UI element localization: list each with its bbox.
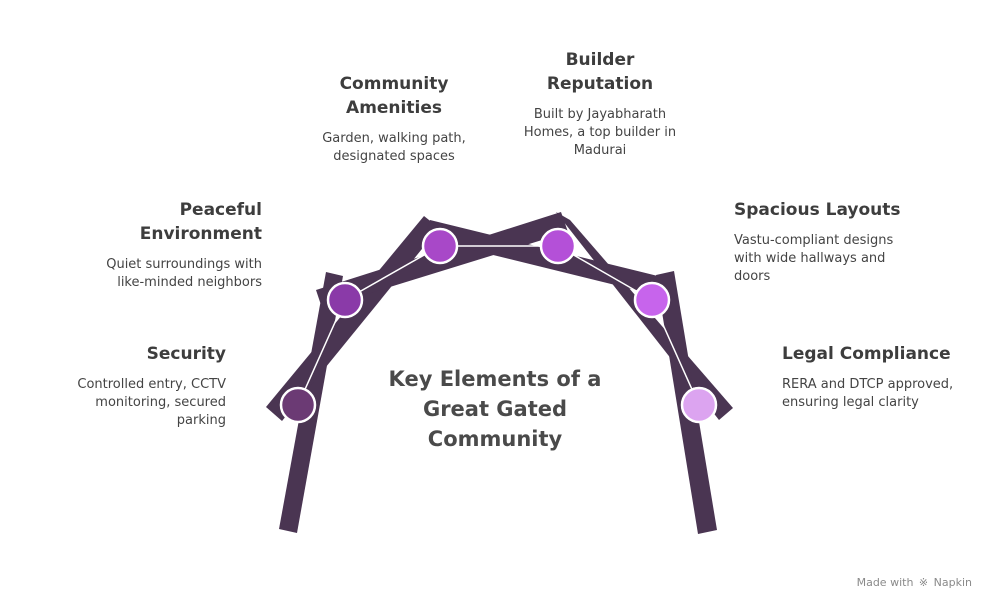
element-security: Security Controlled entry, CCTV monitori… <box>56 342 226 430</box>
element-legal: Legal Compliance RERA and DTCP approved,… <box>782 342 962 412</box>
spacious-heading: Spacious Layouts <box>734 200 901 220</box>
element-builder: Builder Reputation Built by Jayabharath … <box>516 48 684 160</box>
legal-heading: Legal Compliance <box>782 344 951 364</box>
node-peaceful <box>326 281 364 319</box>
footer-brand: Napkin <box>933 576 972 589</box>
builder-heading: Builder Reputation <box>546 50 654 94</box>
made-with-footer: Made with ※ Napkin <box>857 576 972 589</box>
amenities-heading: Community Amenities <box>339 74 449 118</box>
peaceful-description: Quiet surroundings with like-minded neig… <box>106 257 262 290</box>
footer-prefix: Made with <box>856 576 914 589</box>
element-spacious: Spacious Layouts Vastu-compliant designs… <box>734 198 904 286</box>
security-heading: Security <box>146 344 226 364</box>
connector-spacious <box>651 299 700 406</box>
element-peaceful: Peaceful Environment Quiet surroundings … <box>82 198 262 292</box>
diagram-title: Key Elements of a Great Gated Community <box>388 367 602 451</box>
spacious-description: Vastu-compliant designs with wide hallwa… <box>734 233 894 284</box>
node-amenities <box>421 227 459 265</box>
security-description: Controlled entry, CCTV monitoring, secur… <box>77 377 226 428</box>
legal-description: RERA and DTCP approved, ensuring legal c… <box>782 377 954 410</box>
builder-description: Built by Jayabharath Homes, a top builde… <box>523 107 677 158</box>
node-legal <box>680 386 718 424</box>
amenities-description: Garden, walking path, designated spaces <box>322 131 466 164</box>
nodes <box>279 227 718 424</box>
connector-security <box>297 299 346 406</box>
peaceful-heading: Peaceful Environment <box>139 200 262 244</box>
element-amenities: Community Amenities Garden, walking path… <box>313 72 475 166</box>
node-builder <box>539 227 577 265</box>
node-security <box>279 386 317 424</box>
napkin-logo-icon: ※ <box>918 576 929 589</box>
node-spacious <box>633 281 671 319</box>
